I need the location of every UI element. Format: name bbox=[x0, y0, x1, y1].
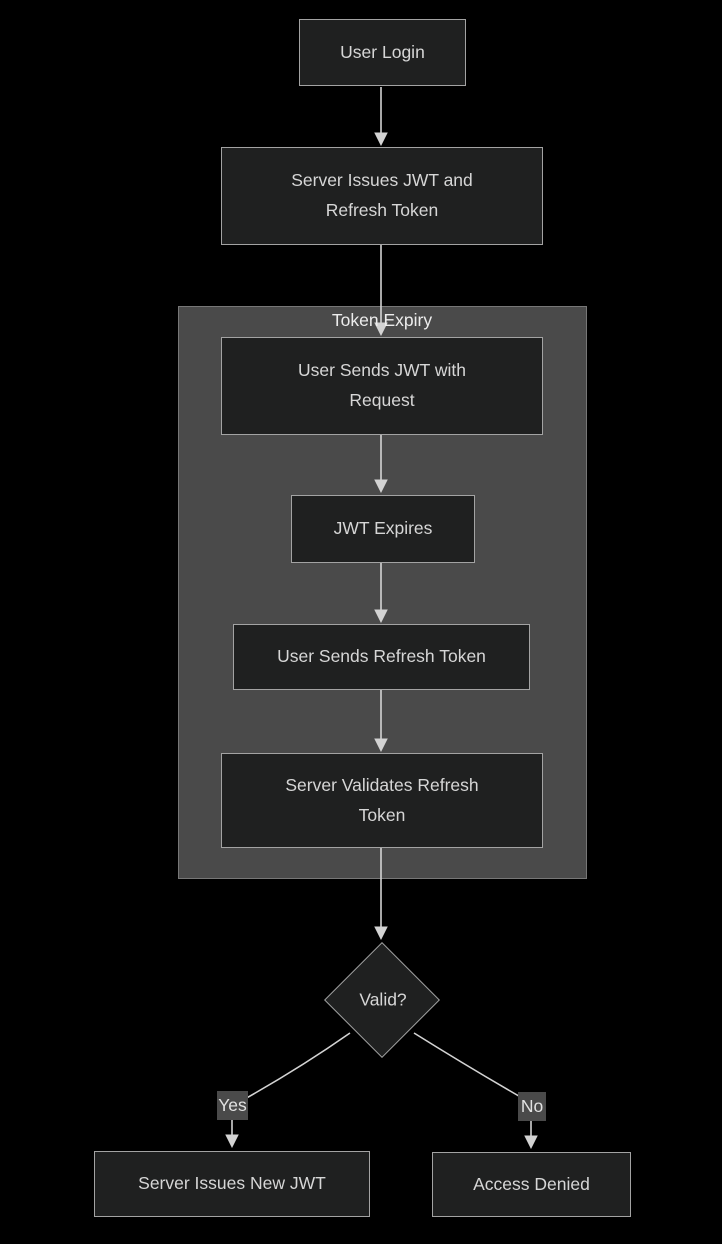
node-access-denied: Access Denied bbox=[432, 1152, 631, 1217]
node-valid-decision-label: Valid? bbox=[359, 989, 407, 1010]
edge-label-no: No bbox=[518, 1092, 546, 1121]
node-user-sends-jwt: User Sends JWT with Request bbox=[221, 337, 543, 435]
node-user-login: User Login bbox=[299, 19, 466, 86]
edge-label-yes: Yes bbox=[217, 1091, 248, 1120]
node-jwt-expires: JWT Expires bbox=[291, 495, 475, 563]
node-user-sends-refresh: User Sends Refresh Token bbox=[233, 624, 530, 690]
edge-valid-to-no bbox=[413, 1032, 525, 1100]
node-server-issues-new-jwt: Server Issues New JWT bbox=[94, 1151, 370, 1217]
cluster-token-expiry-label: Token Expiry bbox=[331, 310, 433, 330]
node-server-validates: Server Validates Refresh Token bbox=[221, 753, 543, 848]
node-server-issues-tokens: Server Issues JWT and Refresh Token bbox=[221, 147, 543, 245]
edge-valid-to-yes bbox=[242, 1032, 351, 1101]
